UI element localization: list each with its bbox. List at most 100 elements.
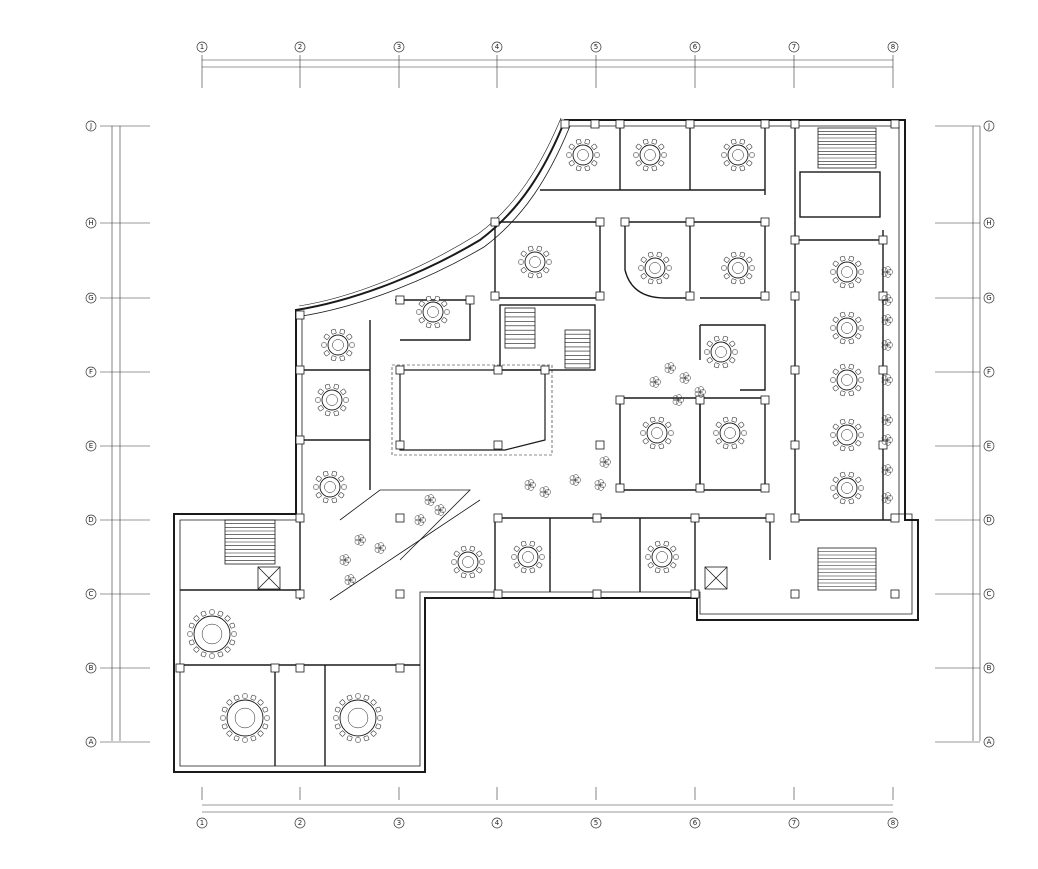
axis-label: D [88,516,93,524]
axis-label: F [987,368,991,376]
elevator-cross [257,566,281,590]
chair [575,138,582,145]
chair [839,418,846,425]
chair [324,410,331,417]
chair [713,335,720,342]
leaf [438,504,444,510]
chair [529,567,536,574]
column [295,663,305,673]
chair [242,737,248,743]
chair [346,694,353,701]
leaf [653,376,659,382]
axis-bubble [85,120,97,132]
axis-label: 5 [594,819,598,827]
chair [730,138,737,145]
leaf [360,537,366,543]
leaf [881,343,888,350]
axis-bubble [491,41,503,53]
chair [346,735,353,742]
chair [591,160,598,167]
chair [460,572,467,579]
chair [654,540,661,547]
leaf [339,558,346,565]
leaf [543,492,549,498]
lazy-susan [577,149,589,161]
leaf [887,269,893,275]
leaf [664,366,671,373]
lazy-susan [644,149,656,161]
chair [848,338,855,345]
leaf [424,498,431,505]
leaf [887,467,893,473]
lazy-susan [462,556,474,568]
chair [832,440,839,447]
table-top [836,424,858,446]
leaf [528,485,534,491]
table-top [226,699,264,737]
round-table-with-chairs [511,540,545,574]
column [490,291,500,301]
leaf [881,465,888,472]
column [395,440,405,450]
elevators [257,566,728,590]
chair [511,554,517,560]
chair [721,152,727,158]
leaf [378,548,384,554]
chair [855,277,862,284]
chair [666,265,672,271]
potted-plant [354,534,366,546]
column [685,291,695,301]
leaf [679,376,686,383]
axis-bubble [887,41,899,53]
chair [668,430,674,436]
chair [418,300,425,307]
leaf [524,480,531,487]
chair [830,377,836,383]
chair [566,152,572,158]
chair [640,256,647,263]
axis-label: 3 [397,43,401,51]
chair [231,631,237,637]
chair [839,471,846,478]
column [615,483,625,493]
leaf [698,386,704,392]
chair [331,470,338,477]
leaf [434,505,441,512]
lazy-susan [841,266,853,278]
chair [333,410,340,417]
chair [315,475,322,482]
table-top [719,422,741,444]
column [493,365,503,375]
potted-plant [374,542,386,554]
axis-label: E [89,442,93,450]
column [790,291,800,301]
chair [226,699,233,706]
chair [746,256,753,263]
chair [568,143,575,150]
lazy-susan [347,707,369,729]
leaf [598,479,604,485]
leaf [569,475,576,482]
round-table-with-chairs [713,416,747,450]
chair [848,255,855,262]
potted-plant [881,294,893,306]
chair [363,694,370,701]
column [493,513,503,523]
chair [322,497,329,504]
table-top [339,699,377,737]
chair [425,295,432,302]
chair [832,368,839,375]
table-top [327,334,349,356]
leaf [881,418,888,425]
interior-wall-line [179,125,913,767]
leaf [414,518,421,525]
leaf [345,557,351,563]
axis-bubble [393,41,405,53]
chair [723,160,730,167]
lazy-susan [427,306,439,318]
chair [839,338,846,345]
chair [635,143,642,150]
chair [713,362,720,369]
axis-label: 2 [298,819,302,827]
